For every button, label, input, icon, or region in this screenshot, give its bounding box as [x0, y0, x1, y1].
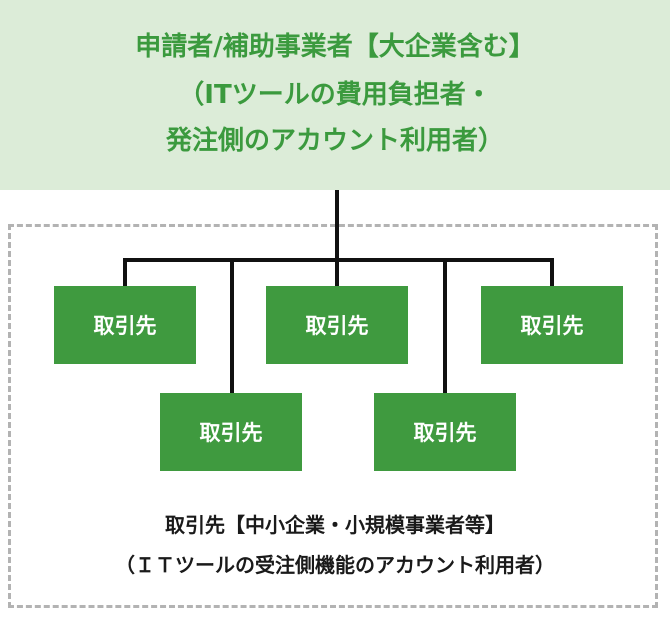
applicant-subtitle-line1: （ITツールの費用負担者・: [178, 80, 492, 110]
partner-box-2: 取引先: [160, 393, 302, 471]
partner-label: 取引先: [305, 314, 369, 338]
connector-drop-4: [443, 258, 447, 396]
partner-box-4: 取引先: [374, 393, 516, 471]
partners-group-frame: [8, 224, 658, 608]
partners-caption-subtitle: （ＩＴツールの受注側機能のアカウント利用者）: [115, 553, 555, 577]
partner-label: 取引先: [199, 421, 263, 445]
applicant-panel: 申請者/補助事業者【大企業含む】 （ITツールの費用負担者・ 発注側のアカウント…: [0, 0, 670, 190]
connector-drop-2: [230, 258, 234, 396]
connector-drop-5: [550, 258, 554, 288]
partners-caption-title: 取引先【中小企業・小規模事業者等】: [165, 513, 505, 537]
connector-drop-1: [123, 258, 127, 288]
partner-label: 取引先: [93, 314, 157, 338]
partner-label: 取引先: [520, 314, 584, 338]
partner-box-5: 取引先: [481, 286, 623, 364]
partner-box-1: 取引先: [54, 286, 196, 364]
applicant-subtitle-line2: 発注側のアカウント利用者）: [165, 126, 504, 156]
partner-box-3: 取引先: [266, 286, 408, 364]
partner-label: 取引先: [413, 421, 477, 445]
connector-drop-3: [335, 258, 339, 288]
applicant-title: 申請者/補助事業者【大企業含む】: [135, 32, 535, 62]
connector-trunk: [335, 190, 339, 260]
